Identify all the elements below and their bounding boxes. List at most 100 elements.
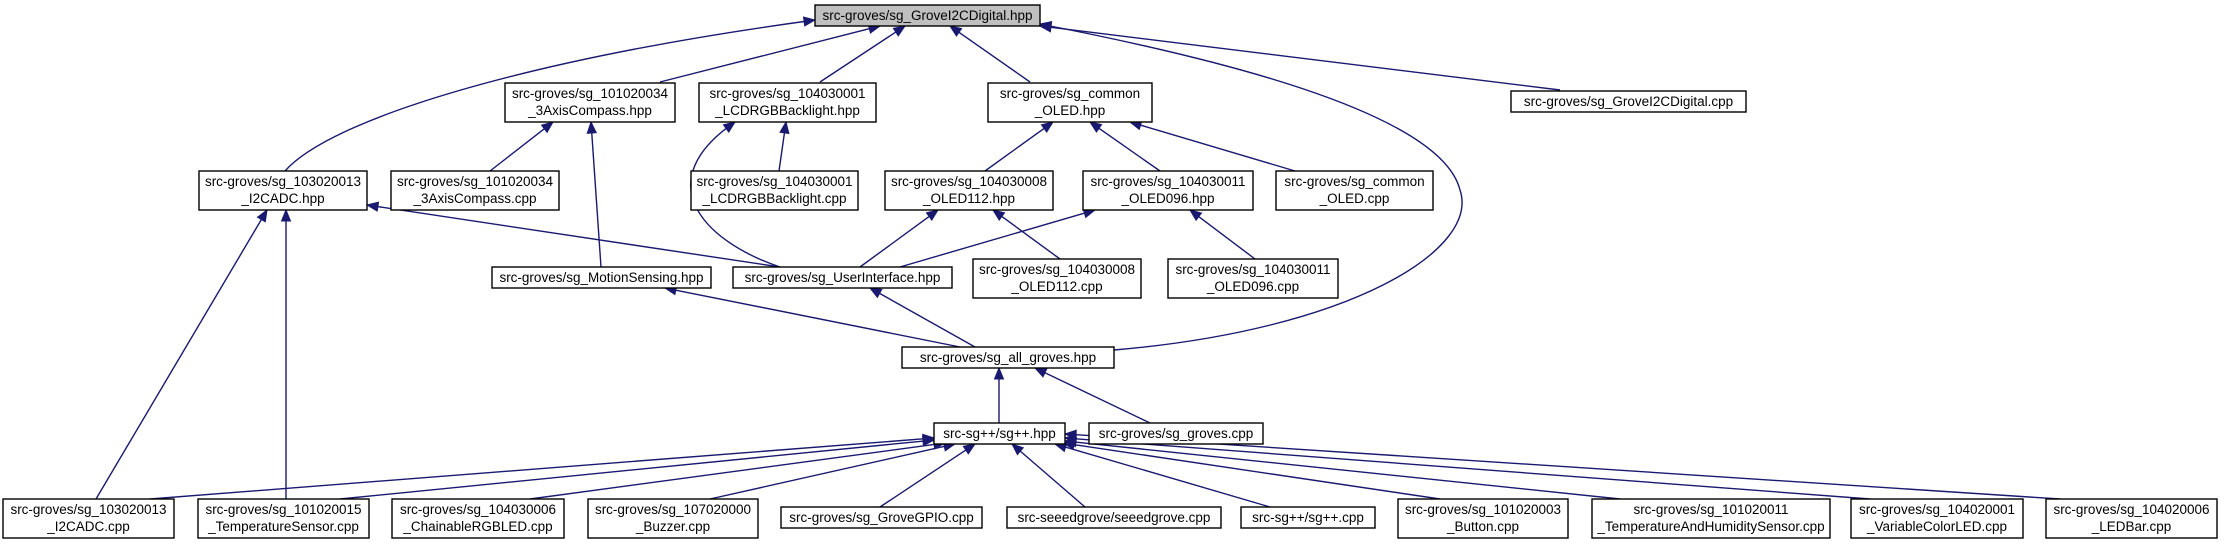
- edge-ui_hpp-to-i2cadc_hpp: [365, 201, 781, 268]
- node-oled096-cpp[interactable]: src-groves/sg_104030011 _OLED096.cpp: [1167, 258, 1339, 299]
- edge-motion_hpp-to-compass_hpp: [586, 120, 602, 268]
- node-box: [390, 170, 560, 211]
- edge-chainable_cpp-to-sgpp_hpp: [529, 439, 947, 500]
- node-lcdrgb-cpp[interactable]: src-groves/sg_104030001 _LCDRGBBacklight.…: [690, 170, 859, 211]
- arrowhead: [1088, 121, 1103, 133]
- node-box: [2, 498, 175, 539]
- node-label: src-groves/sg_common: [1284, 174, 1424, 189]
- node-box: [1397, 498, 1569, 539]
- node-ui-hpp[interactable]: src-groves/sg_UserInterface.hpp: [732, 266, 953, 289]
- edge-compass_hpp-to-root: [659, 23, 882, 83]
- edge-groves_cpp-to-all_groves_hpp: [1033, 367, 1151, 424]
- arrowhead: [922, 435, 936, 447]
- node-gpio-cpp[interactable]: src-groves/sg_GroveGPIO.cpp: [780, 506, 983, 529]
- arrowhead: [1033, 367, 1048, 378]
- node-oled112-cpp[interactable]: src-groves/sg_104030008_OLED112.cpp: [972, 258, 1142, 299]
- node-box: [1006, 506, 1222, 529]
- arrowhead: [948, 25, 963, 37]
- node-label: _Button.cpp: [1446, 519, 1519, 534]
- node-label: _VariableColorLED.cpp: [1866, 519, 2007, 534]
- arrowhead: [1063, 429, 1077, 440]
- node-label: _TemperatureSensor.cpp: [207, 519, 359, 534]
- node-chainable-cpp[interactable]: src-groves/sg_104030006_ChainableRGBLED.…: [391, 498, 565, 539]
- edge-temp_cpp-to-sgpp_hpp: [339, 435, 936, 500]
- node-box: [504, 82, 676, 123]
- node-box: [780, 506, 983, 529]
- node-box: [1088, 422, 1264, 445]
- node-label: _OLED.cpp: [1319, 191, 1390, 206]
- node-label: src-groves/sg_101020015: [205, 502, 361, 517]
- node-label: _LCDRGBBacklight.cpp: [701, 191, 846, 206]
- edge-common_oled_hpp-to-root: [948, 25, 1031, 83]
- node-buzzer-cpp[interactable]: src-groves/sg_107020000 _Buzzer.cpp: [587, 498, 759, 539]
- node-seeedgrove-cpp[interactable]: src-seeedgrove/seeedgrove.cpp: [1006, 506, 1222, 529]
- node-varcolor-cpp[interactable]: src-groves/sg_104020001_VariableColorLED…: [1850, 498, 2024, 539]
- node-box: [987, 82, 1153, 123]
- node-root-cpp[interactable]: src-groves/sg_GroveI2CDigital.cpp: [1510, 90, 1747, 113]
- node-label: src-groves/sg_GroveGPIO.cpp: [789, 510, 974, 525]
- node-box: [1591, 498, 1831, 539]
- edge-i2cadc_hpp-to-root: [284, 16, 817, 172]
- node-common-oled-hpp[interactable]: src-groves/sg_common_OLED.hpp: [987, 82, 1153, 123]
- node-box: [587, 498, 759, 539]
- node-sgpp-hpp[interactable]: src-sg++/sg++.hpp: [933, 422, 1066, 445]
- edge-compass_cpp-to-compass_hpp: [489, 121, 555, 172]
- node-label: _TemperatureAndHumiditySensor.cpp: [1596, 519, 1824, 534]
- node-label: src-groves/sg_101020011: [1633, 502, 1788, 517]
- node-label: src-groves/sg_GroveI2CDigital.hpp: [822, 8, 1032, 23]
- node-compass-cpp[interactable]: src-groves/sg_101020034_3AxisCompass.cpp: [390, 170, 560, 211]
- node-i2cadc-hpp[interactable]: src-groves/sg_103020013_I2CADC.hpp: [198, 170, 368, 211]
- edge-ui_hpp-to-oled112_hpp: [859, 209, 940, 268]
- graph-edges: [95, 16, 2061, 508]
- node-box: [1240, 506, 1376, 529]
- node-label: src-groves/sg_101020003: [1405, 502, 1561, 517]
- node-label: src-groves/sg_104030001: [696, 174, 852, 189]
- node-box: [972, 258, 1142, 299]
- edge-i2cadc_cpp-to-i2cadc_hpp: [95, 208, 268, 500]
- node-label: _OLED096.cpp: [1206, 279, 1299, 294]
- node-label: src-groves/sg_104030011: [1175, 262, 1330, 277]
- node-box: [197, 498, 370, 539]
- node-i2cadc-cpp[interactable]: src-groves/sg_103020013 _I2CADC.cpp: [2, 498, 175, 539]
- edge-i2cadc_cpp-to-sgpp_hpp: [149, 433, 936, 500]
- node-compass-hpp[interactable]: src-groves/sg_101020034_3AxisCompass.hpp: [504, 82, 676, 123]
- node-label: src-groves/sg_107020000: [595, 502, 751, 517]
- node-label: src-groves/sg_104020006: [2053, 502, 2209, 517]
- node-label: _I2CADC.cpp: [46, 519, 130, 534]
- arrowhead: [365, 201, 380, 212]
- arrowhead: [722, 121, 737, 134]
- edge-oled112_cpp-to-oled112_hpp: [991, 209, 1061, 260]
- node-label: _OLED112.hpp: [922, 191, 1015, 206]
- node-temp-cpp[interactable]: src-groves/sg_101020015 _TemperatureSenso…: [197, 498, 370, 539]
- node-oled112-hpp[interactable]: src-groves/sg_104030008 _OLED112.hpp: [884, 170, 1054, 211]
- node-sgpp-cpp[interactable]: src-sg++/sg++.cpp: [1240, 506, 1376, 529]
- arrowhead: [993, 366, 1005, 380]
- node-common-oled-cpp[interactable]: src-groves/sg_common _OLED.cpp: [1275, 170, 1434, 211]
- node-label: src-groves/sg_103020013: [10, 502, 166, 517]
- node-box: [884, 170, 1054, 211]
- node-all-groves-hpp[interactable]: src-groves/sg_all_groves.hpp: [901, 346, 1115, 369]
- node-button-cpp[interactable]: src-groves/sg_101020003 _Button.cpp: [1397, 498, 1569, 539]
- node-oled096-hpp[interactable]: src-groves/sg_104030011_OLED096.hpp: [1082, 170, 1254, 211]
- node-groves-cpp[interactable]: src-groves/sg_groves.cpp: [1088, 422, 1264, 445]
- node-root[interactable]: src-groves/sg_GroveI2CDigital.hpp: [814, 4, 1041, 27]
- node-label: _OLED096.hpp: [1120, 191, 1214, 206]
- node-label: src-groves/sg_104030001: [709, 86, 865, 101]
- node-label: src-groves/sg_GroveI2CDigital.cpp: [1524, 94, 1733, 109]
- edge-common_oled_cpp-to-common_oled_hpp: [1128, 120, 1296, 172]
- node-motion-hpp[interactable]: src-groves/sg_MotionSensing.hpp: [491, 266, 712, 289]
- arrowhead: [540, 121, 555, 134]
- edge-root_cpp-to-root: [1038, 22, 1561, 91]
- edge-ui_hpp-to-oled096_hpp: [899, 208, 1097, 268]
- node-ledbar-cpp[interactable]: src-groves/sg_104020006_LEDBar.cpp: [2045, 498, 2218, 539]
- edge-sgpp_hpp-to-all_groves_hpp: [993, 366, 1005, 423]
- arrowhead: [280, 208, 292, 222]
- node-label: src-groves/sg_104030008: [891, 174, 1047, 189]
- node-lcdrgb-hpp[interactable]: src-groves/sg_104030001_LCDRGBBacklight.…: [698, 82, 877, 123]
- node-temphum-cpp[interactable]: src-groves/sg_101020011 _TemperatureAndHu…: [1591, 498, 1831, 539]
- node-label: src-groves/sg_101020034: [397, 174, 554, 189]
- edge-temphum_cpp-to-sgpp_hpp: [1063, 436, 1621, 500]
- arrowhead: [1011, 443, 1025, 456]
- node-label: src-sg++/sg++.hpp: [943, 426, 1056, 441]
- node-label: _Buzzer.cpp: [635, 519, 710, 534]
